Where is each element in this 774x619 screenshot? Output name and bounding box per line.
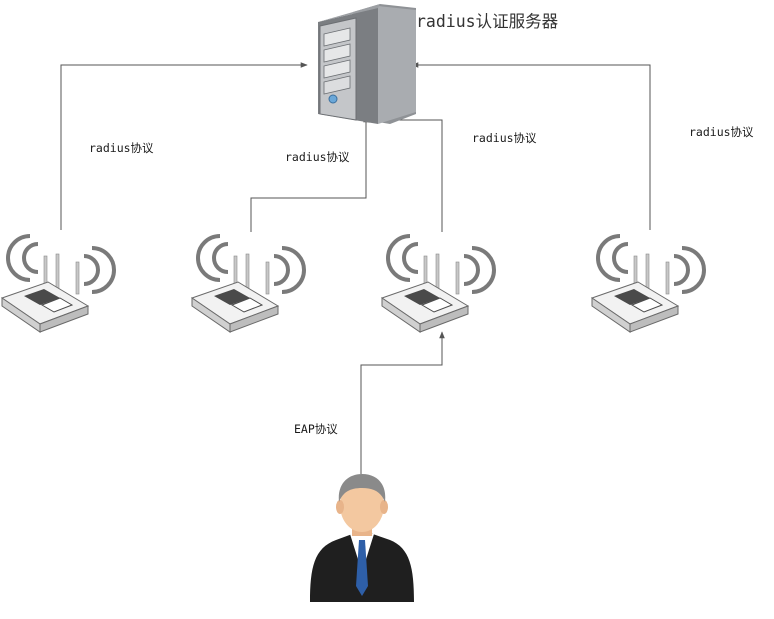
- edge-ap2-server: [250, 115, 369, 232]
- wifi-router-icon: [190, 234, 306, 334]
- edge-ap3-server: [362, 117, 443, 232]
- edge-label-ap1: radius协议: [89, 141, 154, 155]
- edge-label-ap2: radius协议: [285, 150, 350, 164]
- edge-ap4-server: [411, 62, 651, 230]
- businessman-icon: [310, 474, 414, 602]
- wifi-router-icon: [0, 234, 116, 334]
- server-title: radius认证服务器: [416, 12, 559, 31]
- edge-user-ap3: [360, 331, 445, 474]
- server-tower-icon: [318, 4, 416, 124]
- wifi-router-icon: [380, 234, 496, 334]
- edge-label-user: EAP协议: [294, 422, 338, 436]
- edge-ap1-server: [60, 62, 308, 230]
- edge-label-ap4: radius协议: [689, 125, 754, 139]
- edge-label-ap3: radius协议: [472, 131, 537, 145]
- wifi-router-icon: [590, 234, 706, 334]
